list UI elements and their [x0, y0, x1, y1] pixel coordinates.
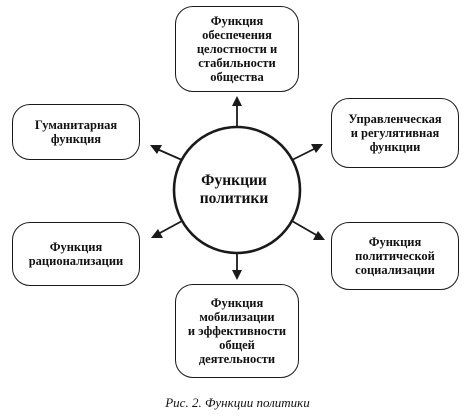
box-bottom-left-label: Функция рационализации — [28, 240, 124, 268]
arrow-bottom-left — [157, 220, 183, 235]
box-bottom-left: Функция рационализации — [12, 222, 140, 286]
box-bottom: Функция мобилизации и эффективности обще… — [175, 284, 299, 378]
box-bottom-label: Функция мобилизации и эффективности обще… — [187, 296, 287, 366]
box-top-right-label: Управленческая и регулятивная функции — [348, 112, 442, 154]
arrowhead-bottom-right — [313, 231, 325, 240]
box-top-right: Управленческая и регулятивная функции — [331, 98, 459, 168]
center-label: Функции политики — [199, 172, 269, 207]
arrow-top-left — [156, 148, 183, 161]
box-top: Функция обеспечения целостности и стабил… — [175, 6, 299, 92]
arrowhead-top-right — [311, 144, 323, 153]
arrow-bottom-right — [291, 220, 319, 237]
arrowhead-top-left — [150, 145, 162, 154]
arrowhead-bottom — [232, 270, 242, 280]
arrowhead-top — [232, 96, 242, 106]
box-bottom-right: Функция политической социализации — [331, 222, 459, 290]
box-top-left-label: Гуманитарная функция — [34, 118, 118, 146]
figure-caption: Рис. 2. Функции политики — [165, 395, 310, 410]
box-top-left: Гуманитарная функция — [12, 104, 140, 160]
arrowhead-bottom-left — [151, 229, 163, 238]
box-bottom-right-label: Функция политической социализации — [355, 235, 435, 277]
arrow-top-right — [291, 147, 317, 161]
box-top-label: Функция обеспечения целостности и стабил… — [196, 14, 278, 84]
